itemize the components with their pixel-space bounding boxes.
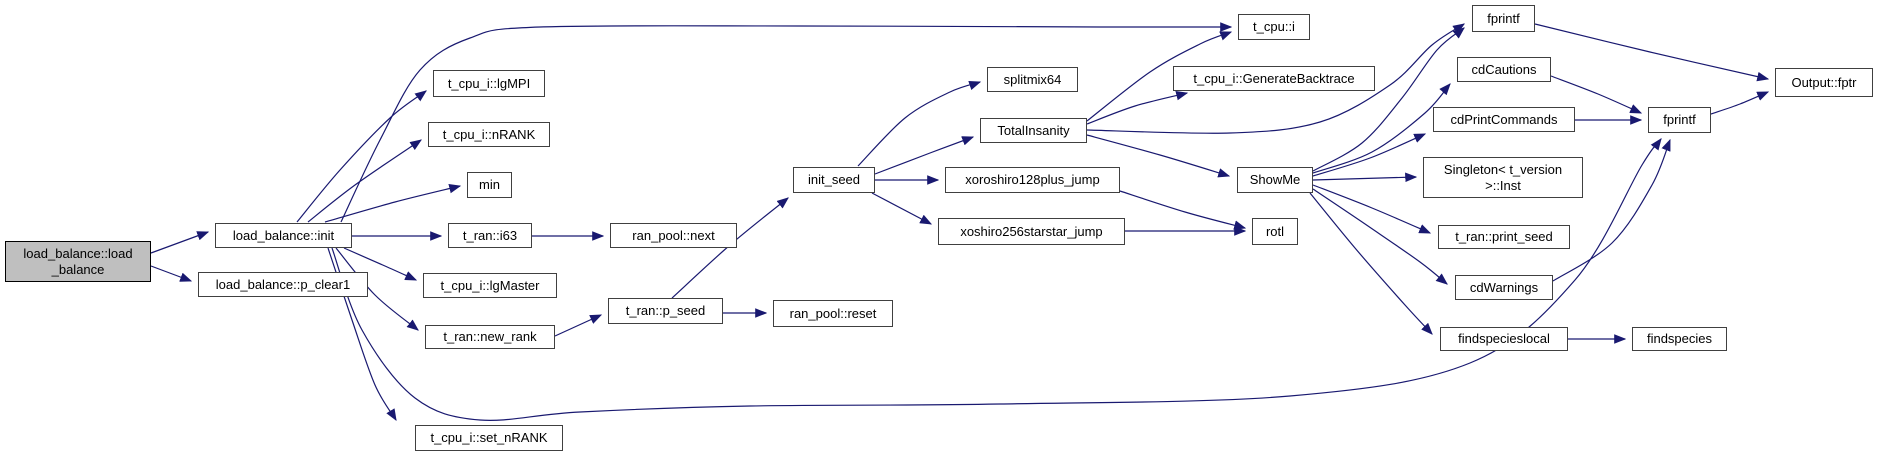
node-singleton-label: Singleton< t_version xyxy=(1443,161,1563,177)
edge-init-newrank xyxy=(335,247,419,331)
edge-pseed-initseed xyxy=(671,197,789,299)
node-fs[interactable]: findspecies xyxy=(1632,327,1727,351)
node-setnrank[interactable]: t_cpu_i::set_nRANK xyxy=(415,425,563,451)
node-cdprint-label: cdPrintCommands xyxy=(1450,111,1558,127)
node-splitmix[interactable]: splitmix64 xyxy=(987,67,1078,92)
edge-init-fprintf_b xyxy=(331,138,1662,421)
edge-insanity-fprintf_a xyxy=(1086,23,1466,134)
node-tcpui[interactable]: t_cpu::i xyxy=(1238,14,1310,40)
node-printseed[interactable]: t_ran::print_seed xyxy=(1438,225,1570,249)
node-newrank-label: t_ran::new_rank xyxy=(443,329,537,344)
node-outfptr[interactable]: Output::fptr xyxy=(1775,68,1873,97)
edge-root-pclear xyxy=(150,265,193,282)
node-i63[interactable]: t_ran::i63 xyxy=(448,223,532,248)
edge-init-nrank xyxy=(307,139,422,223)
node-root: load_balance::load_balance xyxy=(5,241,151,282)
node-setnrank-label: t_cpu_i::set_nRANK xyxy=(430,430,548,445)
node-rotl[interactable]: rotl xyxy=(1252,218,1298,245)
node-init-label: load_balance::init xyxy=(232,227,335,243)
node-min[interactable]: min xyxy=(467,172,512,198)
edge-showme-singleton xyxy=(1312,172,1418,183)
node-lgmpi[interactable]: t_cpu_i::lgMPI xyxy=(433,70,545,97)
edge-insanity-tcpui xyxy=(1086,31,1233,122)
edge-newrank-pseed xyxy=(554,314,603,337)
node-pseed-label: t_ran::p_seed xyxy=(625,303,706,318)
edge-insanity-genbt xyxy=(1086,90,1189,125)
node-genbt-label: t_cpu_i::GenerateBacktrace xyxy=(1193,70,1355,86)
node-fprintf_a-label: fprintf xyxy=(1487,10,1520,26)
node-fs-label: findspecies xyxy=(1646,331,1713,346)
node-fsl-label: findspecieslocal xyxy=(1458,331,1550,346)
node-tcpui-label: t_cpu::i xyxy=(1253,19,1295,34)
node-cdwarn-label: cdWarnings xyxy=(1469,279,1539,295)
node-outfptr-label: Output::fptr xyxy=(1791,74,1857,90)
edge-showme-printseed xyxy=(1312,184,1432,234)
node-pseed[interactable]: t_ran::p_seed xyxy=(608,298,723,324)
node-cdcautions-label: cdCautions xyxy=(1471,61,1537,77)
node-root-label: load_balance::load xyxy=(23,245,133,261)
node-reset[interactable]: ran_pool::reset xyxy=(773,300,893,327)
node-insanity[interactable]: TotalInsanity xyxy=(980,118,1087,143)
node-splitmix-label: splitmix64 xyxy=(1003,71,1062,87)
edge-showme-cdprint xyxy=(1312,133,1427,177)
edge-cdwarn-fprintf_b xyxy=(1552,138,1671,282)
edge-root-init xyxy=(150,231,210,254)
edge-xoro128-rotl xyxy=(1119,190,1247,230)
node-singleton[interactable]: Singleton< t_version>::Inst xyxy=(1423,157,1583,198)
node-fprintf_a[interactable]: fprintf xyxy=(1472,5,1535,32)
edge-showme-cdwarn xyxy=(1312,188,1448,285)
edge-initseed-xo256 xyxy=(871,192,933,225)
edge-insanity-showme xyxy=(1086,134,1231,178)
node-initseed[interactable]: init_seed xyxy=(793,167,875,193)
edge-showme-cdcautions xyxy=(1312,83,1451,174)
node-fsl[interactable]: findspecieslocal xyxy=(1440,327,1568,351)
node-fprintf_b-label: fprintf xyxy=(1663,112,1696,127)
node-nrank-label: t_cpu_i::nRANK xyxy=(442,126,536,142)
node-next[interactable]: ran_pool::next xyxy=(610,223,737,248)
node-xo256-label: xoshiro256starstar_jump xyxy=(960,223,1103,239)
node-showme-label: ShowMe xyxy=(1249,172,1301,187)
node-singleton-label: >::Inst xyxy=(1485,177,1521,193)
edge-fprintf_b-outfptr xyxy=(1710,91,1770,115)
edge-initseed-splitmix xyxy=(857,80,982,167)
node-pclear[interactable]: load_balance::p_clear1 xyxy=(198,272,368,297)
node-showme[interactable]: ShowMe xyxy=(1237,167,1313,193)
node-pclear-label: load_balance::p_clear1 xyxy=(215,276,351,292)
node-nrank[interactable]: t_cpu_i::nRANK xyxy=(428,122,550,147)
edge-initseed-insanity xyxy=(874,136,975,175)
node-reset-label: ran_pool::reset xyxy=(789,305,877,321)
node-init[interactable]: load_balance::init xyxy=(215,223,352,248)
node-printseed-label: t_ran::print_seed xyxy=(1455,229,1553,244)
edge-init-tcpui xyxy=(340,22,1233,223)
node-insanity-label: TotalInsanity xyxy=(997,122,1070,138)
node-fprintf_b[interactable]: fprintf xyxy=(1648,107,1711,133)
node-i63-label: t_ran::i63 xyxy=(462,227,518,243)
node-lgmaster-label: t_cpu_i::lgMaster xyxy=(440,277,540,293)
node-lgmaster[interactable]: t_cpu_i::lgMaster xyxy=(423,273,557,298)
node-lgmpi-label: t_cpu_i::lgMPI xyxy=(447,75,531,91)
edge-showme-fsl xyxy=(1309,192,1433,335)
node-xoro128[interactable]: xoroshiro128plus_jump xyxy=(945,167,1120,193)
node-min-label: min xyxy=(479,177,500,192)
node-xo256[interactable]: xoshiro256starstar_jump xyxy=(938,218,1125,245)
edge-init-lgmpi xyxy=(296,90,427,223)
edge-showme-fprintf_a xyxy=(1312,27,1465,172)
edge-cdcautions-fprintf_b xyxy=(1550,75,1643,114)
node-newrank[interactable]: t_ran::new_rank xyxy=(425,325,555,349)
node-cdprint[interactable]: cdPrintCommands xyxy=(1433,107,1575,132)
node-root-label: _balance xyxy=(51,261,105,277)
node-rotl-label: rotl xyxy=(1265,223,1285,239)
node-genbt[interactable]: t_cpu_i::GenerateBacktrace xyxy=(1173,66,1375,91)
node-cdcautions[interactable]: cdCautions xyxy=(1457,57,1551,82)
edge-fprintf_a-outfptr xyxy=(1534,23,1770,82)
node-cdwarn[interactable]: cdWarnings xyxy=(1455,275,1553,300)
edge-init-lgmaster xyxy=(343,247,418,281)
node-xoro128-label: xoroshiro128plus_jump xyxy=(965,172,1100,187)
node-next-label: ran_pool::next xyxy=(632,227,715,243)
node-initseed-label: init_seed xyxy=(807,172,861,187)
edge-init-min xyxy=(324,183,462,223)
